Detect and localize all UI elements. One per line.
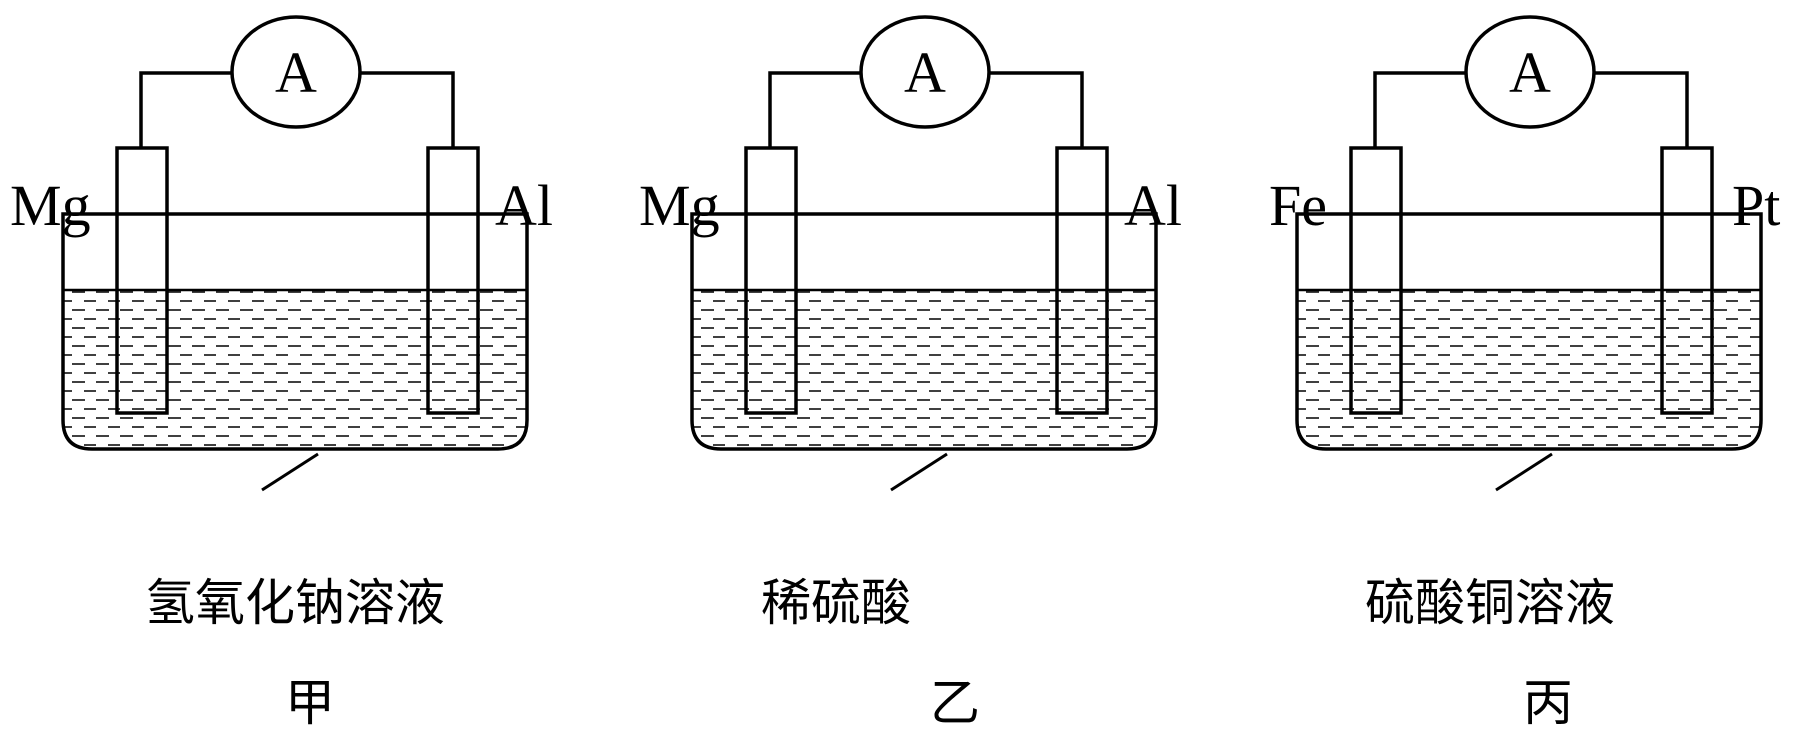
cell-name: 丙 — [1523, 674, 1573, 732]
cell-name: 乙 — [930, 674, 980, 732]
ammeter-label: A — [904, 40, 946, 105]
left-electrode-label: Mg — [10, 173, 91, 238]
left-electrode-label: Fe — [1269, 173, 1327, 238]
solution-label: 氢氧化钠溶液 — [145, 574, 445, 632]
right-electrode-label: Pt — [1732, 173, 1780, 238]
solution-label: 稀硫酸 — [761, 574, 911, 632]
right-electrode-label: Al — [495, 173, 553, 238]
ammeter-label: A — [275, 40, 317, 105]
cell-bing: A Fe Pt 硫酸铜溶液 丙 — [1269, 15, 1780, 732]
cell-yi: A Mg Al 稀硫酸 乙 — [639, 15, 1182, 732]
cell-jia: A Mg Al 氢氧化钠溶液 甲 — [10, 15, 553, 732]
solution-label: 硫酸铜溶液 — [1365, 574, 1615, 632]
ammeter-label: A — [1509, 40, 1551, 105]
left-electrode-label: Mg — [639, 173, 720, 238]
cell-name: 甲 — [285, 674, 335, 732]
right-electrode-label: Al — [1124, 173, 1182, 238]
